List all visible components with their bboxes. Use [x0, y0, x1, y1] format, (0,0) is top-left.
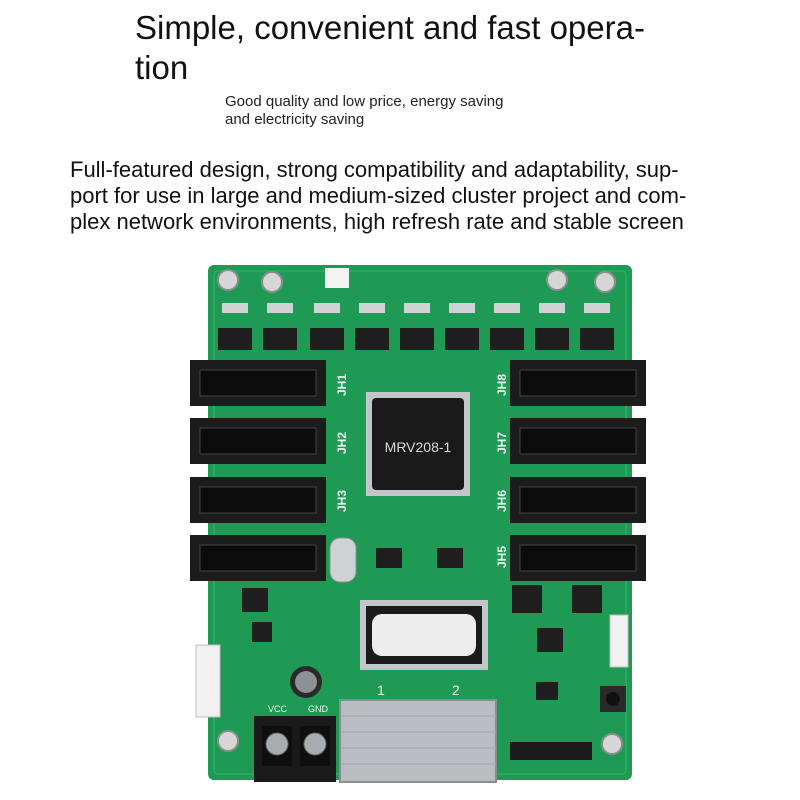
connector-label-jh1: JH1: [335, 374, 349, 396]
subheadline-line-1: Good quality and low price, energy savin…: [225, 93, 504, 110]
power-terminal: [254, 716, 336, 782]
main-chip-label: MRV208-1: [385, 439, 452, 455]
connector-label-jh4: JH4: [335, 546, 349, 568]
headline-line-2: tion: [135, 49, 189, 86]
description-line-3: plex network environments, high refresh …: [70, 209, 684, 234]
connector-label-jh6: JH6: [495, 490, 509, 512]
ethernet-ports: [339, 699, 497, 783]
power-label-vcc: VCC: [268, 704, 288, 714]
connector-label-jh8: JH8: [495, 374, 509, 396]
feature-description: Full-featured design, strong compatibili…: [70, 157, 750, 235]
subheadline-line-2: and electricity saving: [225, 111, 365, 128]
description-line-2: port for use in large and medium-sized c…: [70, 183, 687, 208]
connector-label-jh3: JH3: [335, 490, 349, 512]
memory-chip: [366, 606, 482, 664]
connector-label-jh2: JH2: [335, 432, 349, 454]
description-line-1: Full-featured design, strong compatibili…: [70, 157, 679, 182]
memory-chip-pins: [360, 600, 488, 670]
headline: Simple, convenient and fast opera- tion: [135, 8, 695, 88]
buffer-chips-top: [218, 328, 614, 350]
main-chip-pins: [366, 392, 470, 496]
connector-label-jh7: JH7: [495, 432, 509, 454]
main-chip: [372, 398, 464, 490]
subheadline: Good quality and low price, energy savin…: [225, 93, 585, 129]
left-headers: [190, 360, 326, 581]
port-label-2: 2: [452, 682, 460, 698]
port-label-1: 1: [377, 682, 385, 698]
right-headers: [510, 360, 646, 581]
connector-label-jh5: JH5: [495, 546, 509, 568]
pcb-board: [208, 265, 632, 780]
headline-line-1: Simple, convenient and fast opera-: [135, 9, 645, 46]
power-label-gnd: GND: [308, 704, 329, 714]
capacitor: [290, 666, 322, 698]
mounting-holes: [217, 269, 623, 755]
